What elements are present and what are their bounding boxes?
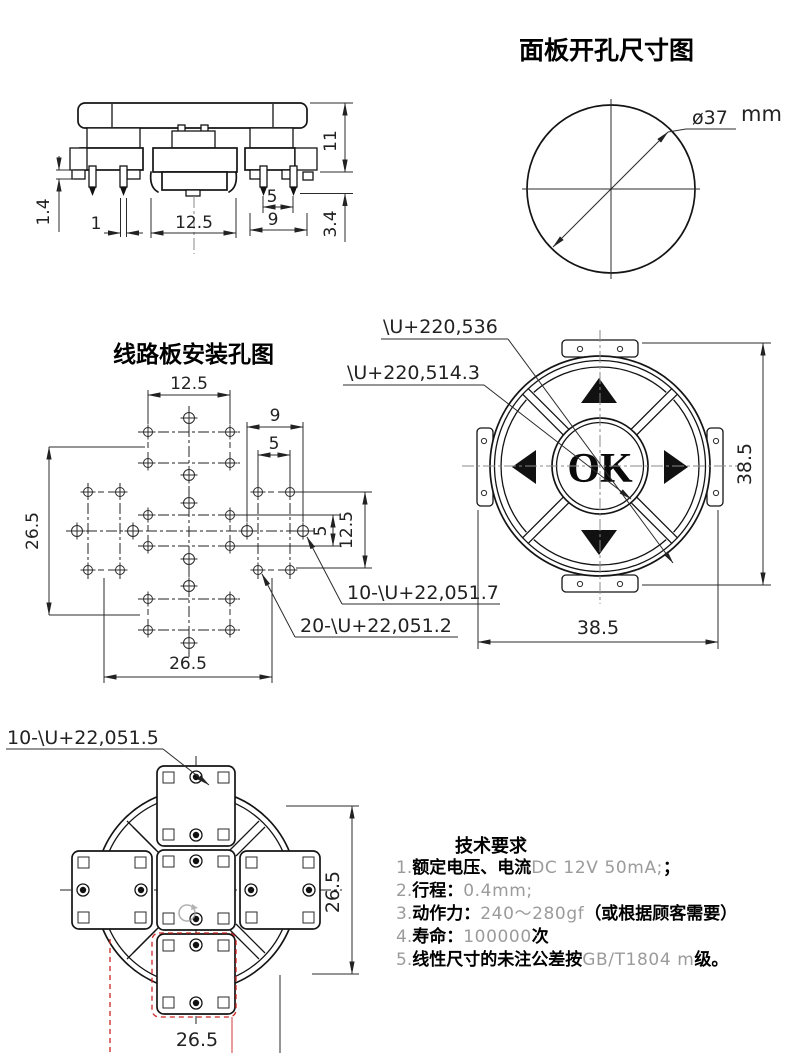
- item-label: 线性尺寸的未注公差按: [412, 950, 583, 969]
- tech-item-2: 2.行程：0.4mm;: [396, 880, 533, 902]
- item-number: 5.: [396, 950, 413, 970]
- pcb-hole-dimensions: 12.5 9 5 26.5 5 12.5 26.5 10-\U+22,05: [23, 374, 500, 683]
- item-label: 额定电压、电流: [412, 858, 532, 877]
- item-label: 行程：: [412, 881, 464, 900]
- item-value: 240～280gf: [480, 904, 585, 924]
- down-arrow-icon: [581, 530, 617, 555]
- spoke-dividers: [521, 387, 679, 545]
- pcb-hole-pattern: [66, 406, 314, 660]
- dim-label: 26.5: [169, 654, 207, 674]
- dim-label: 26.5: [322, 871, 344, 913]
- leader-label: \U+220,514.3: [347, 362, 480, 384]
- panel-cutout-title: 面板开孔尺寸图: [519, 37, 695, 65]
- item-suffix: （或根据顾客需要）: [584, 904, 738, 923]
- item-suffix: 级。: [694, 950, 729, 969]
- item-suffix: ；: [663, 858, 681, 877]
- rotate-icon: [178, 904, 198, 922]
- dim-label: 5: [267, 187, 278, 207]
- unit-label: mm: [741, 102, 782, 126]
- item-number: 4.: [396, 927, 413, 947]
- left-arrow-icon: [512, 450, 536, 484]
- item-label: 寿命：: [412, 927, 464, 946]
- dim-label: 3.4: [321, 210, 341, 237]
- diameter-label: ø37: [692, 107, 728, 129]
- dim-label: 1.4: [34, 198, 54, 225]
- leader-label: \U+220,536: [383, 316, 498, 338]
- side-view-dimensions: 11 3.4 1.4 1 12.5 5 9: [34, 102, 353, 242]
- tact-switch-bottom: [157, 934, 235, 1014]
- dim-label: 11: [321, 130, 341, 152]
- dim-label: 12.5: [170, 374, 208, 394]
- back-view-dimensions: 10-\U+22,051.5 26.5 26.5: [6, 727, 359, 1051]
- dim-label: 5: [269, 434, 280, 454]
- item-value: GB/T1804 m: [582, 950, 695, 970]
- back-view-drawing: [60, 756, 342, 1053]
- item-number: 2.: [396, 881, 413, 901]
- tech-item-1: 1.额定电压、电流DC 12V 50mA;；: [396, 857, 680, 879]
- up-arrow-icon: [581, 378, 617, 403]
- ok-button-dimensions: \U+220,536 \U+220,514.3 38.5 38.5: [343, 316, 771, 649]
- dim-label: 38.5: [577, 617, 619, 639]
- pcb-holes-title: 线路板安装孔图: [113, 341, 274, 367]
- item-value: 100000: [463, 927, 532, 947]
- leader-label: 20-\U+22,051.2: [300, 615, 452, 637]
- item-number: 1.: [396, 858, 413, 878]
- panel-cutout-drawing: ø37 mm: [522, 99, 782, 279]
- dim-label: 1: [91, 214, 102, 234]
- item-label: 动作力：: [412, 904, 481, 923]
- item-value: DC 12V 50mA;: [531, 858, 664, 878]
- tech-title: 技术要求: [455, 836, 527, 856]
- dim-label: 9: [270, 406, 281, 426]
- dim-label: 12.5: [175, 213, 213, 233]
- rib-lines: [126, 820, 266, 960]
- dim-label: 38.5: [734, 443, 756, 485]
- tact-switch-top: [157, 766, 235, 846]
- ok-button-top-view: OK: [462, 330, 738, 604]
- leader-label: 10-\U+22,051.7: [347, 582, 499, 604]
- tact-switch-center: [157, 850, 235, 930]
- tact-switch-left: [72, 851, 152, 929]
- tech-item-5: 5.线性尺寸的未注公差按GB/T1804 m级。: [396, 949, 728, 971]
- leader-label: 10-\U+22,051.5: [7, 727, 159, 749]
- item-value: 0.4mm;: [463, 881, 533, 901]
- dim-label: 5: [311, 526, 331, 537]
- dim-label: 9: [268, 210, 279, 230]
- tech-item-3: 3.动作力：240～280gf（或根据顾客需要）: [396, 903, 737, 925]
- tact-switch-right: [240, 851, 320, 929]
- right-arrow-icon: [664, 450, 688, 484]
- item-suffix: 次: [531, 927, 549, 946]
- dim-label: 12.5: [337, 511, 357, 549]
- dim-label: 26.5: [23, 512, 43, 550]
- item-number: 3.: [396, 904, 413, 924]
- tech-item-4: 4.寿命：100000次: [396, 926, 549, 948]
- side-view-drawing: [69, 102, 318, 254]
- dim-label: 26.5: [176, 1029, 218, 1051]
